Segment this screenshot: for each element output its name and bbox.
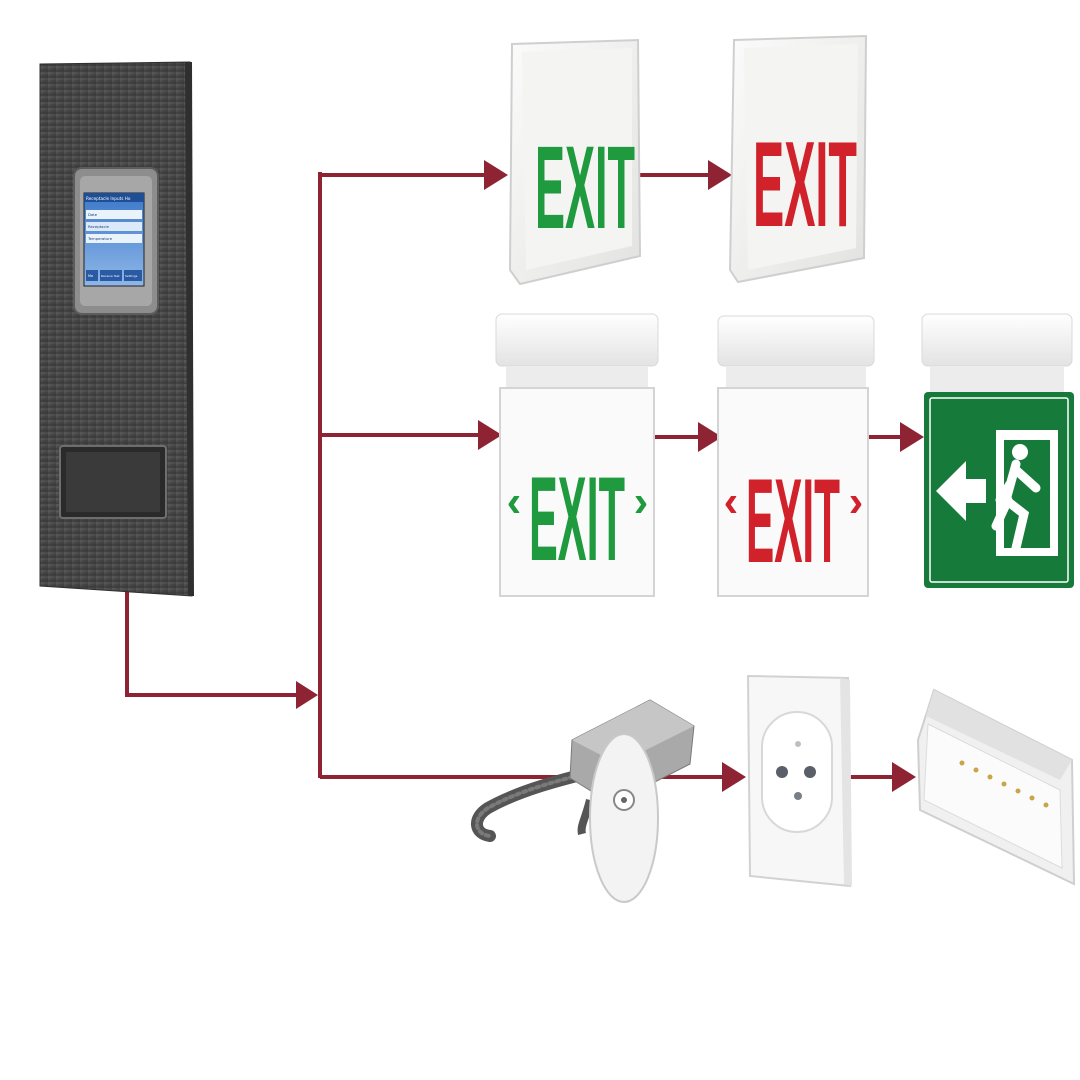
edge-lit-exit-sign-green: ‹ EXIT › xyxy=(495,313,659,597)
edge-lit-exit-sign-red: ‹ EXIT › xyxy=(717,315,875,597)
screen-header: Receptacle Inputs Ho xyxy=(86,196,131,201)
controller-touchscreen[interactable]: Receptacle Inputs Ho Date Receptacle Tem… xyxy=(83,192,145,287)
running-man-exit-sign xyxy=(921,313,1074,588)
screen-button-3[interactable] xyxy=(124,270,142,281)
bulkhead-emergency-light xyxy=(916,688,1076,886)
connector-arrowheads xyxy=(296,160,924,792)
exit-sign-green-wall: EXIT xyxy=(508,38,642,286)
exit-sign-red-wall: EXIT xyxy=(728,34,868,284)
screen-row-3: Temperature xyxy=(87,236,113,241)
screen-button-3-label: Settings xyxy=(125,274,138,278)
arrow-right-icon xyxy=(296,681,318,709)
chevron-right-icon: › xyxy=(634,477,649,526)
arrow-right-icon xyxy=(698,422,722,452)
central-battery-controller-icon: Receptacle Inputs Ho Date Receptacle Tem… xyxy=(39,61,194,597)
screen-row-2: Receptacle xyxy=(88,224,110,229)
led-row xyxy=(959,760,1049,808)
screen-button-1[interactable] xyxy=(86,270,98,281)
exit-sign-text: EXIT xyxy=(535,122,635,254)
exit-sign-text: EXIT xyxy=(753,116,857,252)
exit-sign-text: EXIT xyxy=(529,452,625,586)
chevron-right-icon: › xyxy=(849,477,864,526)
exit-sign-text: EXIT xyxy=(746,454,840,588)
controller-feed-line xyxy=(125,590,300,697)
arrow-right-icon xyxy=(708,160,732,190)
connector-lines xyxy=(125,172,908,779)
running-man-icon xyxy=(991,430,1058,556)
screen-button-2[interactable] xyxy=(100,270,122,281)
arrow-right-icon xyxy=(484,160,508,190)
arrow-left-icon xyxy=(936,461,986,521)
chevron-left-icon: ‹ xyxy=(507,477,522,526)
arrow-right-icon xyxy=(722,762,746,792)
screen-button-1-label: Mo xyxy=(88,274,93,278)
wall-square-emergency-light xyxy=(746,674,852,888)
arrow-right-icon xyxy=(892,762,916,792)
screen-button-2-label: Receive Test xyxy=(101,274,120,278)
screen-row-1: Date xyxy=(88,212,98,217)
recessed-emergency-light xyxy=(471,699,695,903)
arrow-right-icon xyxy=(900,422,924,452)
chevron-left-icon: ‹ xyxy=(724,477,739,526)
arrow-right-icon xyxy=(478,420,502,450)
